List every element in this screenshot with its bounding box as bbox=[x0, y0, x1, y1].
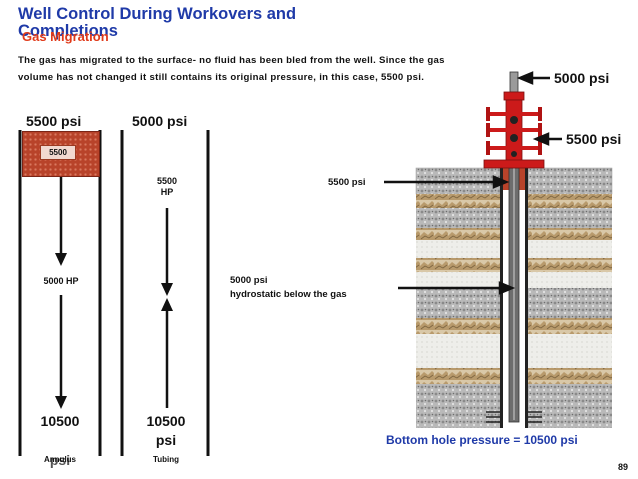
tubing-bottom-unit: psi bbox=[155, 432, 177, 448]
arrow-left-icon bbox=[516, 71, 534, 85]
callout-hydrostatic-value: 5000 psi bbox=[230, 275, 268, 286]
annulus-gas-cap bbox=[503, 168, 509, 190]
arrow-down-icon bbox=[55, 396, 67, 409]
perforations-icon bbox=[486, 411, 542, 423]
annulus-bottom-unit: psi bbox=[49, 452, 71, 468]
annulus-bottom-value: 10500 bbox=[40, 413, 80, 429]
slide-title: Well Control During Workovers and Comple… bbox=[18, 5, 297, 40]
page-number: 89 bbox=[618, 462, 629, 472]
annulus-top-pressure: 5500 psi bbox=[26, 113, 82, 129]
callout-hydrostatic-label: hydrostatic below the gas bbox=[230, 289, 347, 300]
slide-subtitle: Gas Migration bbox=[22, 29, 109, 44]
arrow-up-icon bbox=[161, 298, 173, 311]
annulus-mid-label: 5000 HP bbox=[43, 276, 79, 286]
arrow-right-icon bbox=[498, 281, 516, 295]
annulus-gas-label: 5500 bbox=[40, 145, 76, 160]
casing-right-wall bbox=[525, 168, 528, 428]
wellhead-side-pressure: 5500 psi bbox=[566, 131, 622, 147]
wellhead-icon bbox=[483, 71, 545, 169]
annulus-caption: Annulus bbox=[44, 455, 76, 464]
formation-left bbox=[415, 167, 501, 428]
arrow-left-icon bbox=[532, 132, 550, 146]
arrow-down-icon bbox=[55, 253, 67, 266]
tubing-caption: Tubing bbox=[152, 455, 180, 464]
bottom-hole-pressure: Bottom hole pressure = 10500 psi bbox=[386, 433, 578, 447]
annulus-gas-bubble bbox=[22, 131, 100, 177]
tubing-hp-unit: HP bbox=[160, 187, 174, 197]
callout-gas-pressure: 5500 psi bbox=[328, 177, 366, 188]
arrow-right-icon bbox=[492, 175, 510, 189]
tubing-bottom-value: 10500 bbox=[146, 413, 186, 429]
slide-description: The gas has migrated to the surface- no … bbox=[18, 55, 445, 83]
wellhead-top-pressure: 5000 psi bbox=[554, 70, 610, 86]
casing-left-wall bbox=[500, 168, 503, 428]
formation-right bbox=[527, 167, 613, 428]
tubing-hp-value: 5500 bbox=[156, 176, 178, 186]
tubing-top-pressure: 5000 psi bbox=[132, 113, 188, 129]
arrow-down-icon bbox=[161, 283, 173, 296]
